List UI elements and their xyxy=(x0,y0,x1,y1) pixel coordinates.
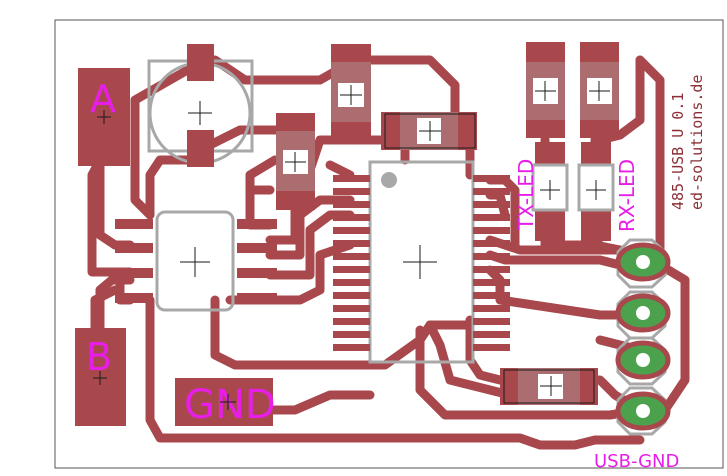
tx-led-label: TX-LED xyxy=(514,159,538,231)
pad-b-label: B xyxy=(86,335,112,379)
capacitor-top-middle xyxy=(331,44,371,140)
board-website-text: ed-solutions.de xyxy=(688,75,706,210)
capacitor-horizontal-top xyxy=(381,112,477,150)
transceiver-ic xyxy=(115,210,277,312)
usb-gnd-label: USB-GND xyxy=(594,451,679,472)
pad-a-label: A xyxy=(90,77,116,121)
pad-gnd: GND xyxy=(175,378,276,428)
pad-gnd-label: GND xyxy=(184,382,276,428)
board-version-text: 485-USB U 0.1 xyxy=(669,93,687,210)
rx-led xyxy=(577,142,615,241)
resistor-rx-led xyxy=(580,42,619,138)
usb-controller-ic xyxy=(333,160,510,364)
pad-b: B xyxy=(75,328,126,426)
tx-led xyxy=(531,142,569,241)
usb-header xyxy=(615,238,671,436)
pad-a: A xyxy=(78,68,130,166)
crystal-component xyxy=(147,44,254,167)
resistor-tx-led xyxy=(526,42,565,138)
capacitor-left-middle xyxy=(276,113,315,210)
capacitor-bottom-right xyxy=(500,368,598,405)
rx-led-label: RX-LED xyxy=(615,159,639,232)
